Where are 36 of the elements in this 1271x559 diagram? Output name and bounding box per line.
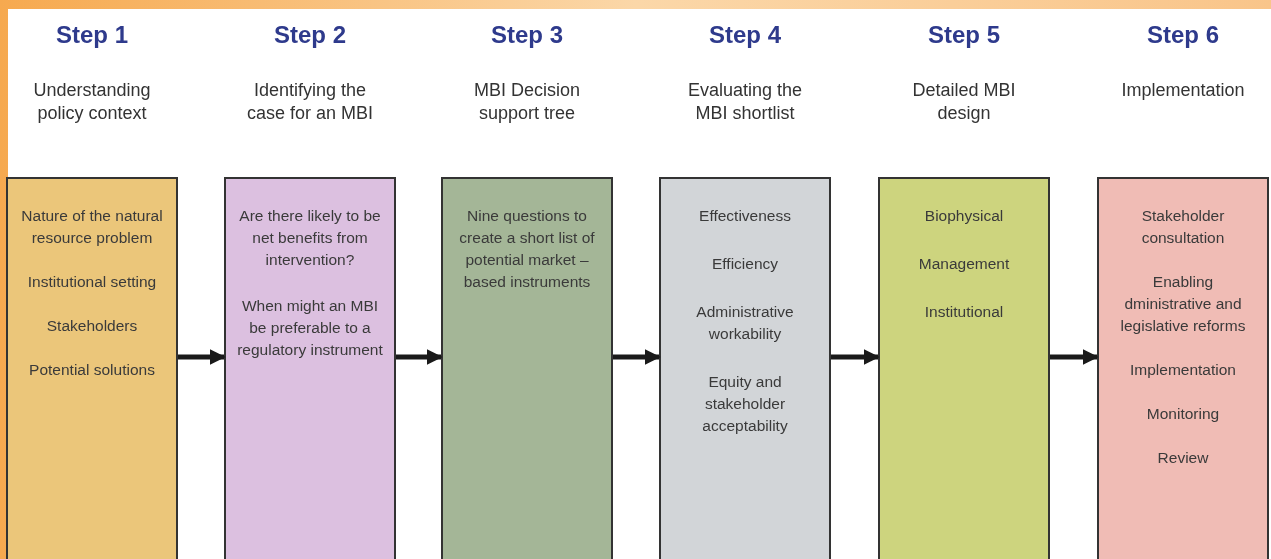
arrow [178,349,226,365]
step-item: Monitoring [1146,404,1220,424]
step-heading: Step 6 [1147,21,1219,48]
step-item: Institutional [924,302,1004,322]
arrow [1050,349,1099,365]
step-item: Institutional setting [27,272,157,292]
step-item: Efficiency [711,254,779,274]
step-title: Understanding policy context [32,79,152,125]
arrow [396,349,443,365]
step-title: Implementation [1121,79,1245,102]
step-title: Detailed MBI design [911,79,1017,125]
step-item: Review [1157,448,1209,468]
step-item: Are there likely to be net benefits from intervention? [238,206,382,270]
step-item: When might an MBI be preferable to a regulatory instrument [236,296,384,360]
step-item: Enabling dministrative and legislative reforms [1119,272,1247,336]
arrow [613,349,661,365]
arrow [831,349,880,365]
step-item: Nine questions to create a short list of potential market – based instruments [458,206,596,292]
step-item: Management [918,254,1010,274]
step-item: Administrative workability [695,302,795,344]
step-title: Identifying the case for an MBI [245,79,375,125]
step-item: Nature of the natural resource problem [20,206,164,248]
step-item: Stakeholders [46,316,138,336]
step-item: Equity and stakeholder acceptability [701,372,789,436]
step-heading: Step 4 [709,21,781,48]
step-heading: Step 3 [491,21,563,48]
step-heading: Step 5 [928,21,1000,48]
step-item: Stakeholder consultation [1140,206,1226,248]
step-item: Effectiveness [699,206,791,226]
step-title: Evaluating the MBI shortlist [686,79,804,125]
step-item: Biophysical [924,206,1004,226]
step-item: Potential solutions [29,360,155,380]
step-heading: Step 2 [274,21,346,48]
step-title: MBI Decision support tree [473,79,581,125]
step-item: Implementation [1130,360,1236,380]
step-heading: Step 1 [56,21,128,48]
